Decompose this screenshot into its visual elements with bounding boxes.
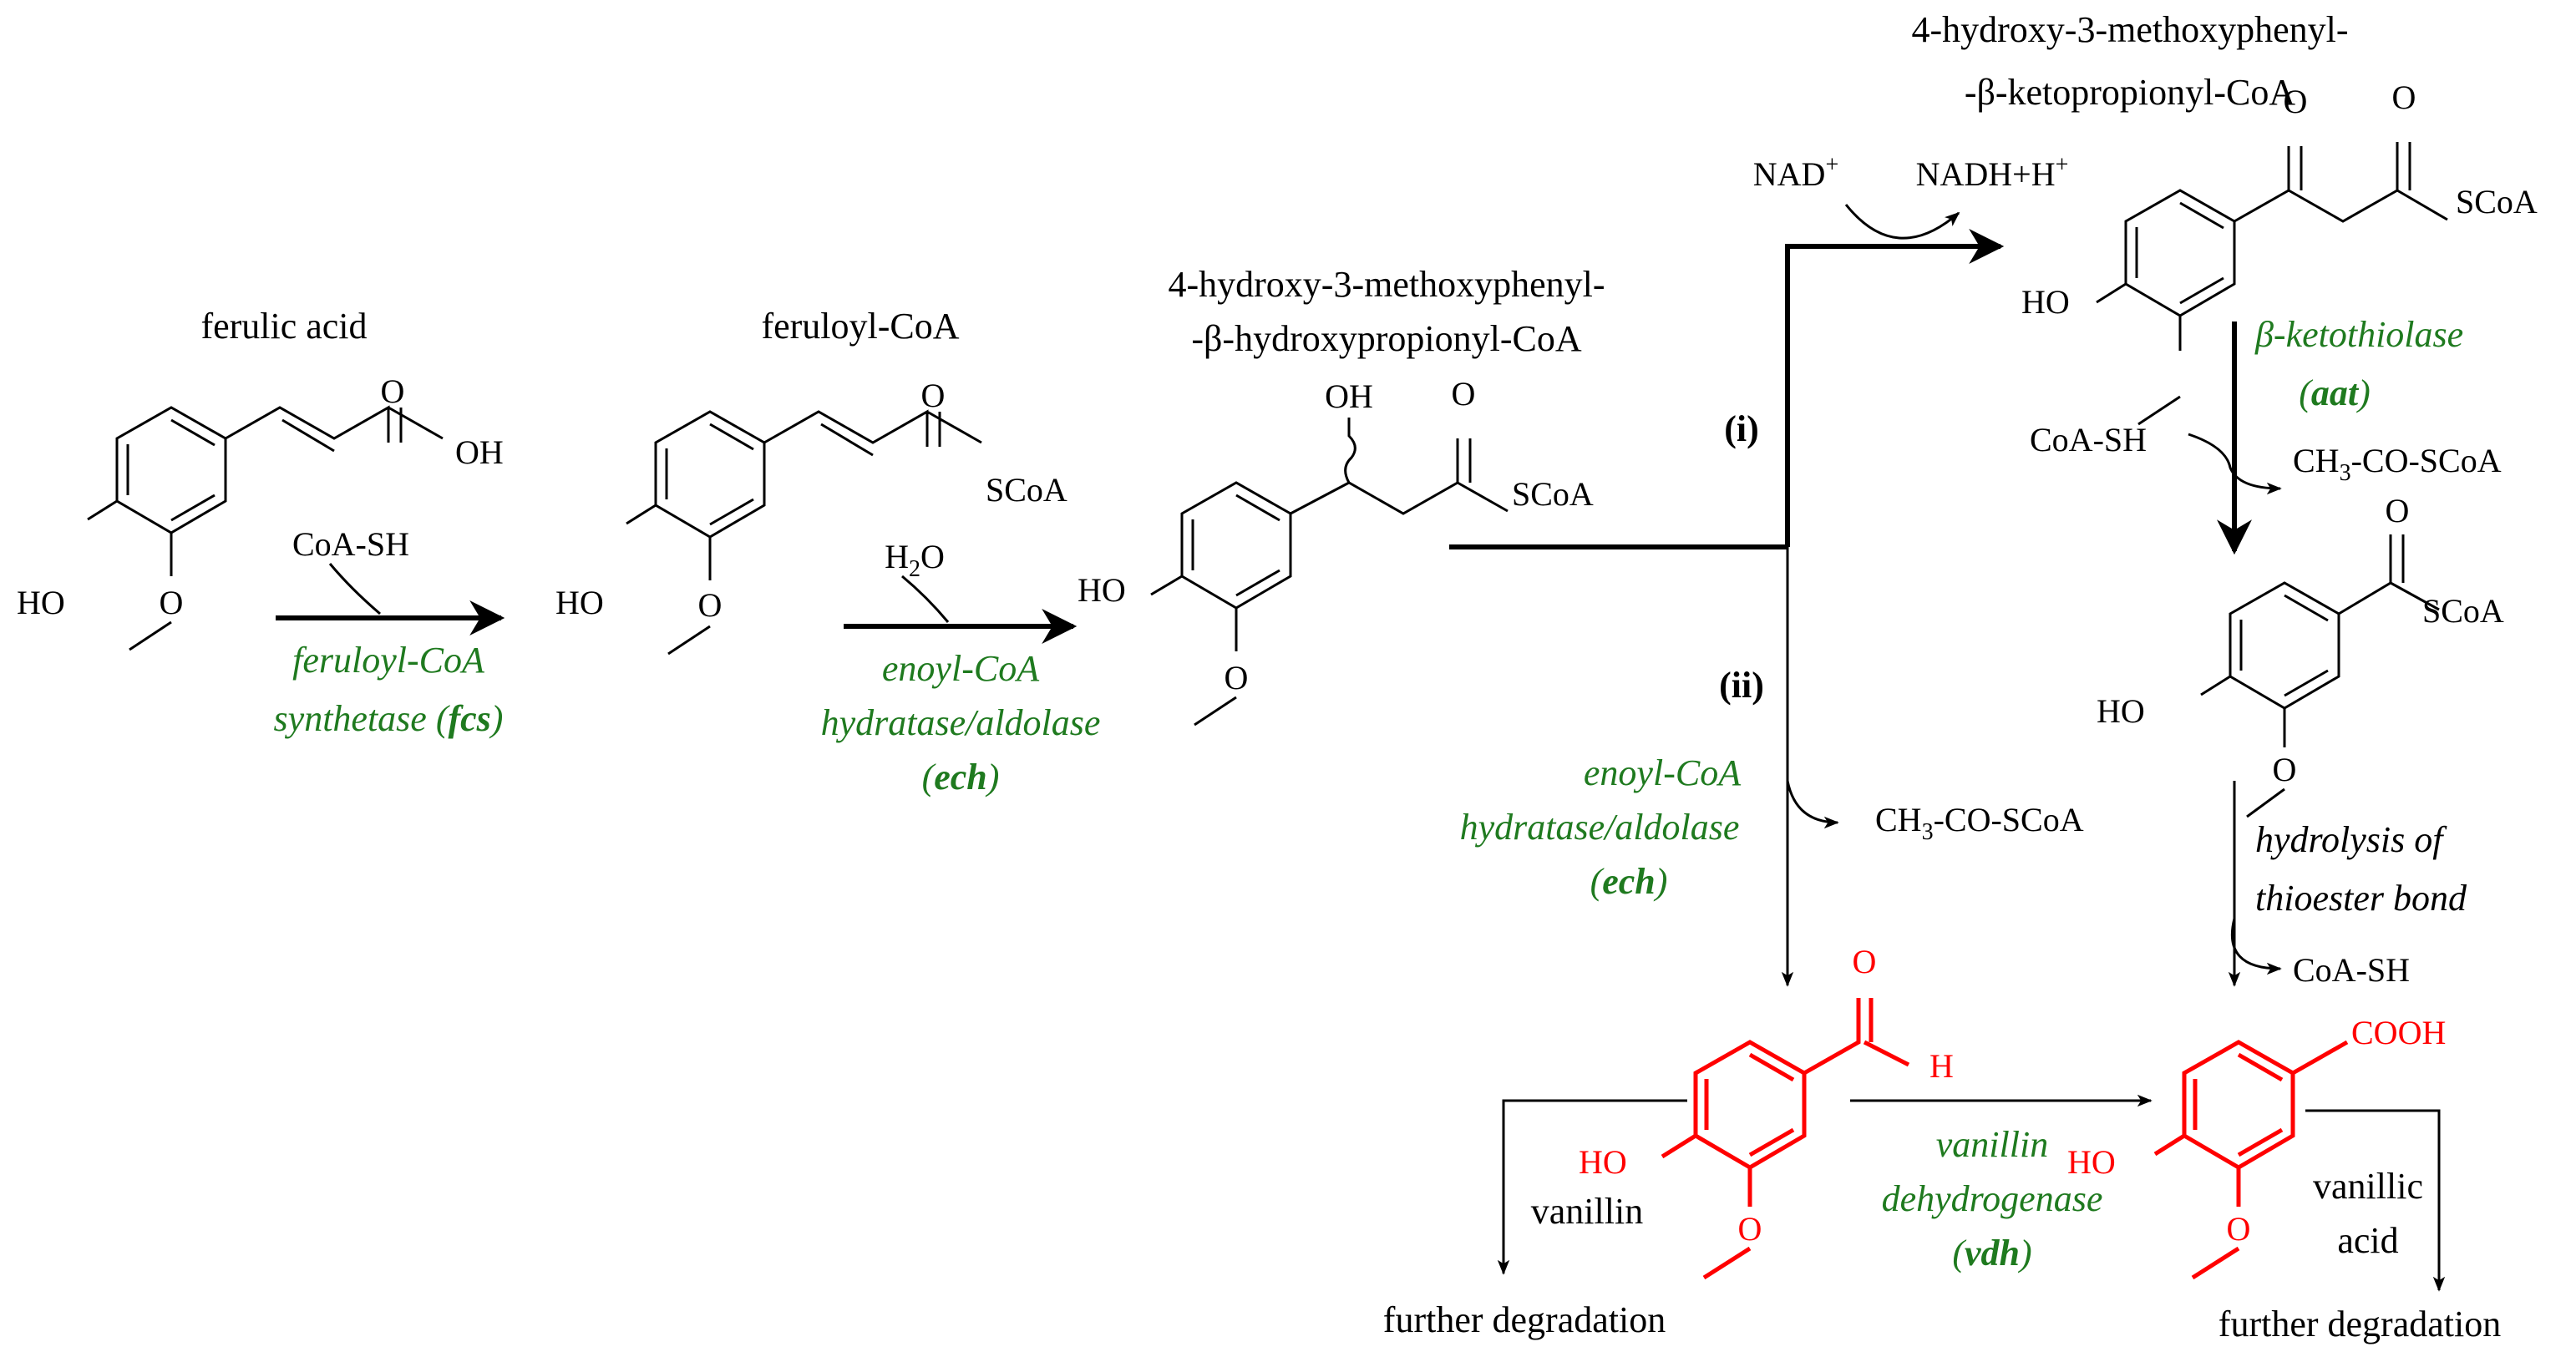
vanillic-acid-name-line2: acid xyxy=(2337,1220,2398,1261)
nadh-label: NADH+H+ xyxy=(1916,152,2069,193)
ech1-cofactor-curve xyxy=(901,575,950,623)
hydroxy-intermediate-name-line1: 4-hydroxy-3-methoxyphenyl- xyxy=(1169,264,1605,305)
nad-curve xyxy=(1844,204,1960,240)
vanillic-acid-structure: HO COOH O vanillic acid xyxy=(2067,1014,2446,1280)
ech2-enzyme-line1: enoyl-CoA xyxy=(1584,752,1742,793)
hydroxy-intermediate-structure: 4-hydroxy-3-methoxyphenyl- -β-hydroxypro… xyxy=(1078,264,1605,727)
further-degradation-left-arrow xyxy=(1497,1099,1687,1275)
vanillic-acid-methoxy-o: O xyxy=(2227,1210,2251,1248)
keto-intermediate-name-line2: -β-ketopropionyl-CoA xyxy=(1965,72,2296,113)
aat-byproduct: CH3-CO-SCoA xyxy=(2293,442,2502,486)
hydrolysis-product: CoA-SH xyxy=(2293,951,2410,989)
ferulic-acid-structure: ferulic acid HO OH O O xyxy=(17,306,504,651)
hydroxy-intermediate-bonds xyxy=(1150,418,1509,727)
branch-i-cofactors: NAD+ NADH+H+ xyxy=(1753,152,2069,240)
branch-ii-label: (ii) xyxy=(1719,665,1764,706)
vdh-enzyme-abbr: (vdh) xyxy=(1952,1233,2031,1273)
vanillin-methoxy-o: O xyxy=(1738,1210,1762,1248)
benzoyl-coa-bonds xyxy=(2200,534,2440,818)
vanillin-aldehyde-o: O xyxy=(1853,943,1877,980)
fcs-enzyme-line1: feruloyl-CoA xyxy=(292,640,485,681)
reaction-ech-2: enoyl-CoA hydratase/aldolase (ech) CH3-C… xyxy=(1460,752,2084,902)
ferulic-acid-oh: OH xyxy=(455,433,504,471)
hydrolysis-curve xyxy=(2230,918,2282,975)
vanillin-ho: HO xyxy=(1579,1143,1627,1181)
benzoyl-coa-carbonyl-o: O xyxy=(2386,492,2410,529)
ferulic-acid-ho: HO xyxy=(17,584,65,621)
fcs-cofactor-curve xyxy=(328,563,381,615)
further-degradation-right-arrow xyxy=(2305,1109,2446,1292)
feruloyl-coa-name: feruloyl-CoA xyxy=(761,306,959,347)
feruloyl-coa-structure: feruloyl-CoA HO SCoA O O xyxy=(555,306,1067,656)
vanillic-acid-name-line1: vanillic xyxy=(2313,1166,2423,1207)
branch-connector: (i) (ii) xyxy=(1449,229,2005,987)
ech1-enzyme-line1: enoyl-CoA xyxy=(882,648,1040,689)
hydroxy-intermediate-scoa: SCoA xyxy=(1512,475,1594,513)
feruloyl-coa-bonds xyxy=(626,409,982,656)
reaction-vdh: vanillin dehydrogenase (vdh) xyxy=(1850,1094,2153,1273)
ech2-enzyme-line2: hydratase/aldolase xyxy=(1460,807,1740,848)
fcs-enzyme-line2: synthetase (fcs) xyxy=(274,698,504,739)
keto-intermediate-structure: 4-hydroxy-3-methoxyphenyl- -β-ketopropio… xyxy=(1912,9,2538,426)
feruloyl-coa-ho: HO xyxy=(555,584,604,621)
aat-enzyme-abbr: (aat) xyxy=(2299,372,2371,413)
hydroxy-intermediate-oh: OH xyxy=(1325,377,1373,415)
ferulic-acid-bonds xyxy=(87,405,444,651)
ech1-cofactor: H2O xyxy=(885,538,945,582)
hydrolysis-line2: thioester bond xyxy=(2255,878,2467,919)
further-degradation-right-label: further degradation xyxy=(2219,1304,2501,1344)
vanillic-acid-ho: HO xyxy=(2067,1143,2116,1181)
vanillic-acid-bonds xyxy=(2153,1040,2349,1280)
fcs-cofactor: CoA-SH xyxy=(292,525,409,563)
hydrolysis-line1: hydrolysis of xyxy=(2255,819,2447,860)
reaction-ech-1: H2O enoyl-CoA hydratase/aldolase (ech) xyxy=(821,538,1101,797)
vanillin-structure: HO O H O vanillin xyxy=(1531,943,1954,1280)
vanillic-acid-cooh: COOH xyxy=(2351,1014,2446,1051)
vdh-enzyme-line1: vanillin xyxy=(1936,1124,2048,1165)
ech2-byproduct: CH3-CO-SCoA xyxy=(1875,801,2084,845)
hydroxy-intermediate-ho: HO xyxy=(1078,571,1126,609)
vanillin-name: vanillin xyxy=(1531,1191,1643,1232)
branch-i-label: (i) xyxy=(1724,408,1759,449)
keto-intermediate-name-line1: 4-hydroxy-3-methoxyphenyl- xyxy=(1912,9,2349,50)
nad-label: NAD+ xyxy=(1753,152,1838,193)
benzoyl-coa-methoxy-o: O xyxy=(2273,751,2297,788)
benzoyl-coa-scoa: SCoA xyxy=(2422,592,2504,630)
keto-intermediate-bonds xyxy=(2096,142,2448,426)
ech1-enzyme-line2: hydratase/aldolase xyxy=(821,702,1101,743)
ferulic-acid-carbonyl-o: O xyxy=(381,372,405,410)
vanillin-aldehyde-h: H xyxy=(1929,1047,1954,1085)
reaction-hydrolysis: hydrolysis of thioester bond CoA-SH xyxy=(2228,781,2467,989)
aat-cofactor-curve xyxy=(2188,433,2282,495)
keto-intermediate-carbonyl-o: O xyxy=(2392,78,2416,116)
hydroxy-intermediate-methoxy-o: O xyxy=(1225,659,1249,696)
benzoyl-coa-ho: HO xyxy=(2097,692,2145,730)
vanillin-bonds xyxy=(1661,998,1910,1280)
keto-intermediate-ho: HO xyxy=(2021,283,2070,321)
feruloyl-coa-carbonyl-o: O xyxy=(921,377,946,414)
further-degradation: further degradation further degradation xyxy=(1383,1099,2501,1344)
aat-enzyme-name: β-ketothiolase xyxy=(2254,314,2463,355)
feruloyl-coa-scoa: SCoA xyxy=(986,471,1067,509)
reaction-fcs: CoA-SH feruloyl-CoA synthetase (fcs) xyxy=(274,525,505,739)
reaction-aat: β-ketothiolase (aat) CoA-SH CH3-CO-SCoA xyxy=(2030,314,2502,555)
ech2-byproduct-curve xyxy=(1786,780,1839,829)
ferulic-acid-methoxy-o: O xyxy=(160,584,184,621)
ech1-enzyme-abbr: (ech) xyxy=(922,757,1000,797)
keto-intermediate-keto-o: O xyxy=(2284,83,2308,120)
hydroxy-intermediate-carbonyl-o: O xyxy=(1452,375,1476,413)
aat-cofactor: CoA-SH xyxy=(2030,421,2147,458)
ech2-enzyme-abbr: (ech) xyxy=(1590,861,1668,902)
vdh-enzyme-line2: dehydrogenase xyxy=(1882,1178,2103,1219)
feruloyl-coa-methoxy-o: O xyxy=(698,586,723,624)
keto-intermediate-scoa: SCoA xyxy=(2456,183,2538,220)
ferulic-acid-name: ferulic acid xyxy=(200,306,367,347)
benzoyl-coa-structure: HO O SCoA O xyxy=(2097,492,2504,818)
hydroxy-intermediate-name-line2: -β-hydroxypropionyl-CoA xyxy=(1191,318,1581,359)
further-degradation-left-label: further degradation xyxy=(1383,1299,1666,1340)
